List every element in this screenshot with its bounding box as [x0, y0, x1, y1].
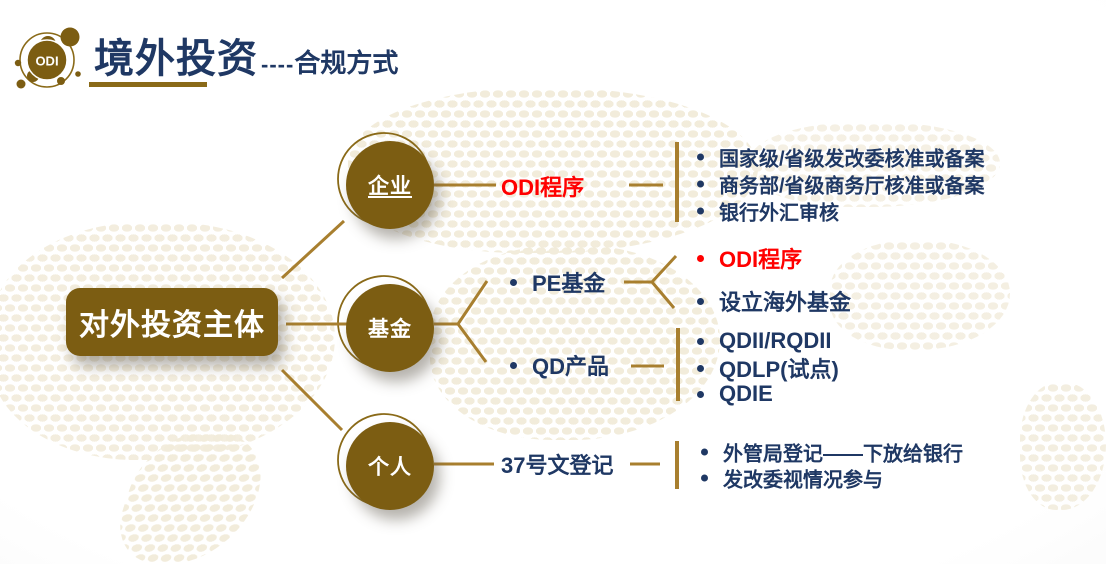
title-dashes: ---- [261, 52, 295, 77]
node-enterprise-label: 企业 [368, 175, 412, 198]
odi-logo-icon: ODI [14, 27, 81, 89]
bullet-icon [510, 278, 517, 286]
line-root-to-individual [280, 368, 344, 432]
odi-logo-text: ODI [35, 54, 58, 69]
bullet-icon [697, 297, 704, 305]
list-item-text: QDLP(试点) [719, 357, 839, 382]
odi-process-text: ODI程序 [501, 175, 585, 200]
list-item: ODI程序 [697, 242, 802, 274]
list-item: 银行外汇审核 [697, 197, 839, 226]
bullet-icon [697, 180, 704, 188]
list-item: 国家级/省级发改委核准或备案 [697, 143, 985, 172]
bullet-icon [697, 207, 704, 215]
bullet-icon [701, 448, 708, 456]
enterprise-odi-process-label: ODI程序 [501, 170, 584, 202]
list-item-text: 商务部/省级商务厅核准或备案 [719, 175, 985, 198]
node-fund: 基金 [346, 284, 434, 372]
list-item-text: QDIE [719, 381, 773, 406]
line-root-to-enterprise [280, 219, 346, 280]
bullet-icon [697, 153, 704, 161]
list-item-text: 外管局登记——下放给银行 [723, 443, 963, 466]
root-node-label: 对外投资主体 [79, 309, 265, 342]
root-node-investment-entity: 对外投资主体 [66, 288, 278, 356]
fork-fund-to-pe-qd [434, 280, 489, 363]
fund-qd-label: QD产品 [510, 349, 609, 381]
individual-37-process-label: 37号文登记 [501, 448, 613, 480]
bullet-icon [697, 390, 704, 398]
list-item: 发改委视情况参与 [701, 464, 883, 493]
fork-pe-to-items [624, 254, 678, 309]
list-item: 商务部/省级商务厅核准或备案 [697, 170, 985, 199]
list-item-text: QDII/RQDII [719, 328, 832, 353]
bullet-icon [697, 337, 704, 345]
pe-fund-text: PE基金 [532, 271, 606, 296]
list-item-text: 发改委视情况参与 [723, 469, 883, 492]
node-fund-label: 基金 [368, 318, 412, 341]
bullet-icon [697, 364, 704, 372]
bullet-icon [697, 254, 704, 262]
slide-header: 境外投资----合规方式 [94, 26, 398, 84]
list-item-text: ODI程序 [719, 247, 803, 272]
bullet-icon [701, 474, 708, 482]
list-item: 设立海外基金 [697, 285, 851, 317]
node-enterprise: 企业 [346, 141, 434, 229]
fund-pe-label: PE基金 [510, 266, 605, 298]
doc37-registration-text: 37号文登记 [501, 453, 614, 478]
list-item-text: 银行外汇审核 [719, 202, 839, 225]
qd-product-text: QD产品 [532, 354, 610, 379]
list-item: 外管局登记——下放给银行 [701, 438, 963, 467]
list-item-text: 国家级/省级发改委核准或备案 [719, 148, 985, 171]
page-subtitle: 合规方式 [294, 48, 399, 78]
node-individual: 个人 [346, 422, 434, 510]
title-underline [89, 82, 207, 87]
list-item: QDLP(试点) [697, 352, 839, 384]
list-item-text: 设立海外基金 [719, 290, 852, 315]
page-title: 境外投资 [94, 37, 258, 81]
list-item: QDIE [697, 381, 773, 407]
bullet-icon [510, 361, 517, 369]
list-item: QDII/RQDII [697, 328, 831, 354]
node-individual-label: 个人 [368, 456, 412, 479]
